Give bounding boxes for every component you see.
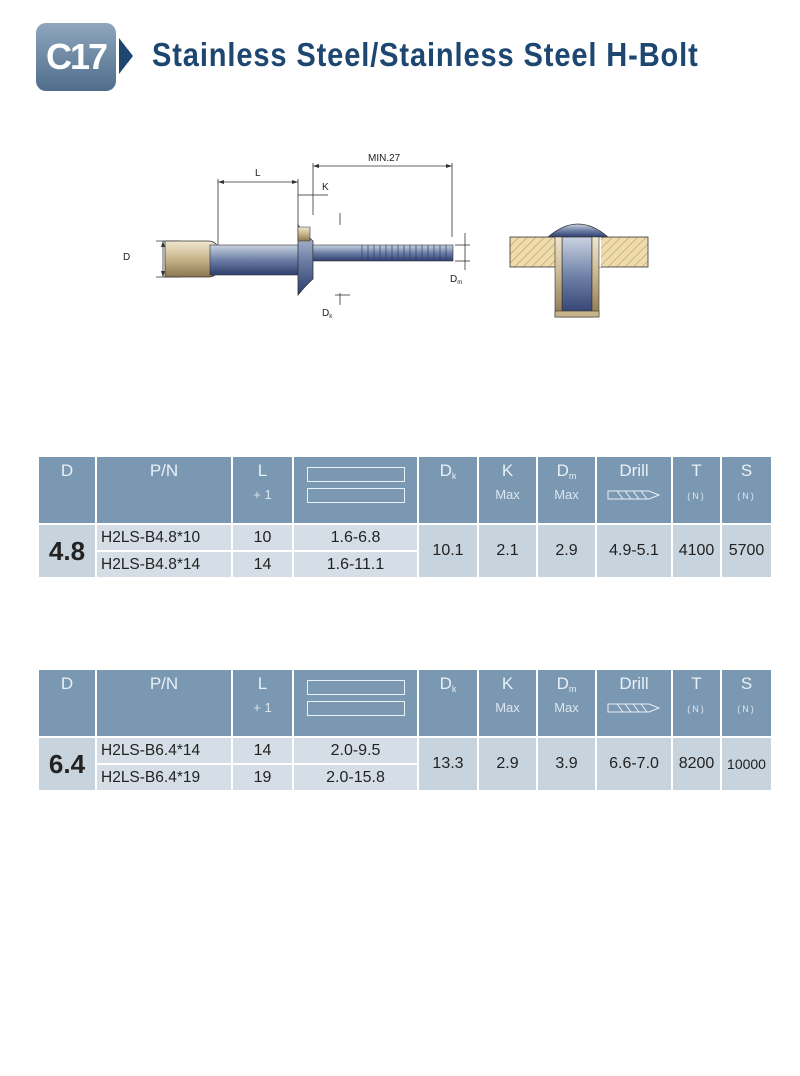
col-l-header: L+ 1 [233,457,292,523]
dm-value: 2.9 [538,525,595,577]
col-d-header: D [39,670,95,736]
dm-value: 3.9 [538,738,595,790]
length-value: 14 [233,738,292,763]
drill-bit-icon [607,703,661,713]
dk-value: 10.1 [419,525,477,577]
col-d-header: D [39,457,95,523]
drill-value: 6.6-7.0 [597,738,671,790]
dim-min-label: MIN.27 [368,153,401,164]
dim-l-label: L [255,168,261,179]
col-dk-header: Dk [419,670,477,736]
dk-value: 13.3 [419,738,477,790]
length-value: 10 [233,525,292,550]
dim-dm-label: Dm [450,274,462,286]
tensile-value: 8200 [673,738,720,790]
col-grip-header [294,457,417,523]
shear-value: 10000 [722,738,771,790]
diameter-value: 6.4 [39,738,95,790]
col-grip-header [294,670,417,736]
grip-range-value: 1.6-6.8 [294,525,417,550]
col-drill-header: Drill [597,670,671,736]
dim-k-label: K [322,182,329,193]
k-value: 2.9 [479,738,536,790]
col-pn-header: P/N [97,457,231,523]
col-s-header: S(N) [722,457,771,523]
drill-value: 4.9-5.1 [597,525,671,577]
grip-range-icon [306,701,405,716]
diameter-value: 4.8 [39,525,95,577]
drill-bit-icon [607,490,661,500]
part-number: H2LS-B4.8*10 [97,525,231,550]
length-value: 14 [233,552,292,577]
col-t-header: T(N) [673,457,720,523]
col-pn-header: P/N [97,670,231,736]
shear-value: 5700 [722,525,771,577]
length-value: 19 [233,765,292,790]
part-number: H2LS-B4.8*14 [97,552,231,577]
k-value: 2.1 [479,525,536,577]
col-drill-header: Drill [597,457,671,523]
part-number: H2LS-B6.4*19 [97,765,231,790]
badge-arrow-icon [119,38,133,74]
tensile-value: 4100 [673,525,720,577]
col-t-header: T(N) [673,670,720,736]
grip-range-value: 2.0-15.8 [294,765,417,790]
grip-range-value: 1.6-11.1 [294,552,417,577]
dim-d-label: D [123,252,130,263]
col-l-header: L+ 1 [233,670,292,736]
col-s-header: S(N) [722,670,771,736]
part-number: H2LS-B6.4*14 [97,738,231,763]
page-title: Stainless Steel/Stainless Steel H-Bolt [152,36,699,73]
grip-range-icon [306,488,405,503]
grip-range-icon [306,467,405,482]
dim-dk-label: Dk [322,308,333,320]
col-dk-header: Dk [419,457,477,523]
bolt-diagram: L K MIN.27 D Dm Dk [123,153,649,320]
grip-range-icon [306,680,405,695]
section-badge: C17 [36,23,116,91]
grip-range-value: 2.0-9.5 [294,738,417,763]
